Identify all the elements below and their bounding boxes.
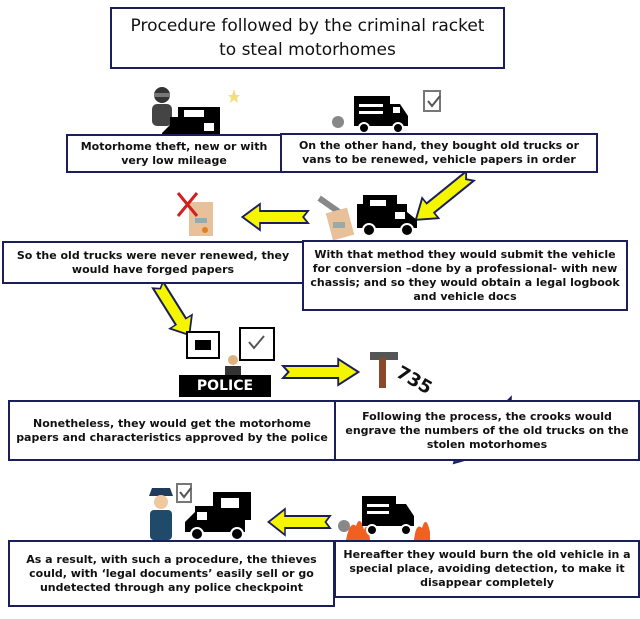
step-8-box: As a result, with such a procedure, the … <box>8 540 335 607</box>
hammer-engrave-icon <box>370 352 398 388</box>
rejected-certificate-icon <box>176 192 213 236</box>
step-4-box: So the old trucks were never renewed, th… <box>2 241 304 284</box>
arrow-step7-to-step8 <box>267 508 331 536</box>
truck-document-icon <box>332 90 441 134</box>
wrench-certificate-motorhome-icon <box>317 195 417 241</box>
step-2-box: On the other hand, they bought old truck… <box>280 133 598 173</box>
police-sign: POLICE <box>179 375 271 397</box>
policeman-motorhome-icon <box>149 483 251 541</box>
step-6-box: Following the process, the crooks would … <box>334 400 640 461</box>
burning-truck-icon <box>338 496 430 540</box>
step-5-box: Nonetheless, they would get the motorhom… <box>8 400 336 461</box>
arrow-step5-to-step6 <box>282 358 360 386</box>
police-desk-icon <box>186 327 275 377</box>
arrow-step3-to-step4 <box>241 203 309 231</box>
step-3-box: With that method they would submit the v… <box>302 240 628 311</box>
step-7-box: Hereafter they would burn the old vehicl… <box>334 540 640 598</box>
diagram-title: Procedure followed by the criminal racke… <box>110 7 505 69</box>
step-1-box: Motorhome theft, new or with very low mi… <box>66 134 282 173</box>
